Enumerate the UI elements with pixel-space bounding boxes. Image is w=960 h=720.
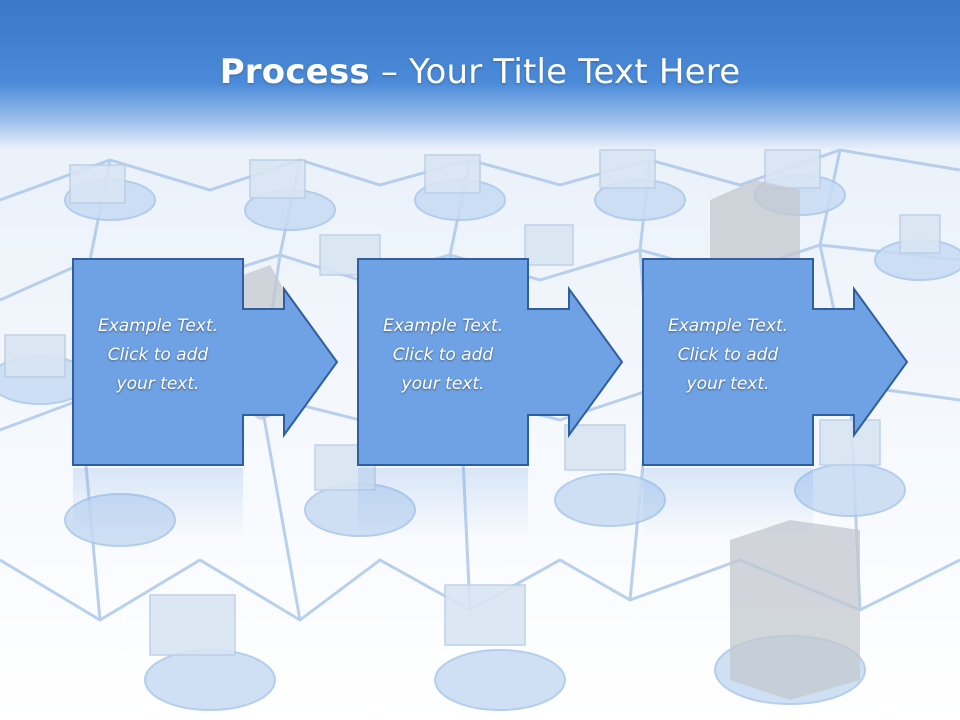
- step-line: Example Text.: [97, 316, 219, 336]
- step-text[interactable]: Example Text. Click to add your text.: [72, 312, 244, 399]
- step-reflection: [643, 468, 813, 538]
- step-line: Click to add: [107, 345, 209, 365]
- title-bar: [0, 0, 960, 150]
- title-bold: Process: [219, 52, 370, 92]
- step-line: your text.: [686, 374, 770, 394]
- step-arrow-shape: [357, 258, 624, 466]
- step-line: Click to add: [392, 345, 494, 365]
- process-step-3[interactable]: Example Text. Click to add your text.: [642, 258, 912, 468]
- step-line: Click to add: [677, 345, 779, 365]
- step-line: your text.: [116, 374, 200, 394]
- slide-title[interactable]: Process – Your Title Text Here: [0, 52, 960, 92]
- step-arrow-shape: [642, 258, 909, 466]
- step-text[interactable]: Example Text. Click to add your text.: [357, 312, 529, 399]
- step-reflection: [358, 468, 528, 538]
- process-step-1[interactable]: Example Text. Click to add your text.: [72, 258, 342, 468]
- step-reflection: [73, 468, 243, 538]
- title-rest: – Your Title Text Here: [369, 52, 741, 92]
- step-text[interactable]: Example Text. Click to add your text.: [642, 312, 814, 399]
- process-step-2[interactable]: Example Text. Click to add your text.: [357, 258, 627, 468]
- step-arrow-shape: [72, 258, 339, 466]
- step-line: Example Text.: [667, 316, 789, 336]
- step-line: Example Text.: [382, 316, 504, 336]
- step-line: your text.: [401, 374, 485, 394]
